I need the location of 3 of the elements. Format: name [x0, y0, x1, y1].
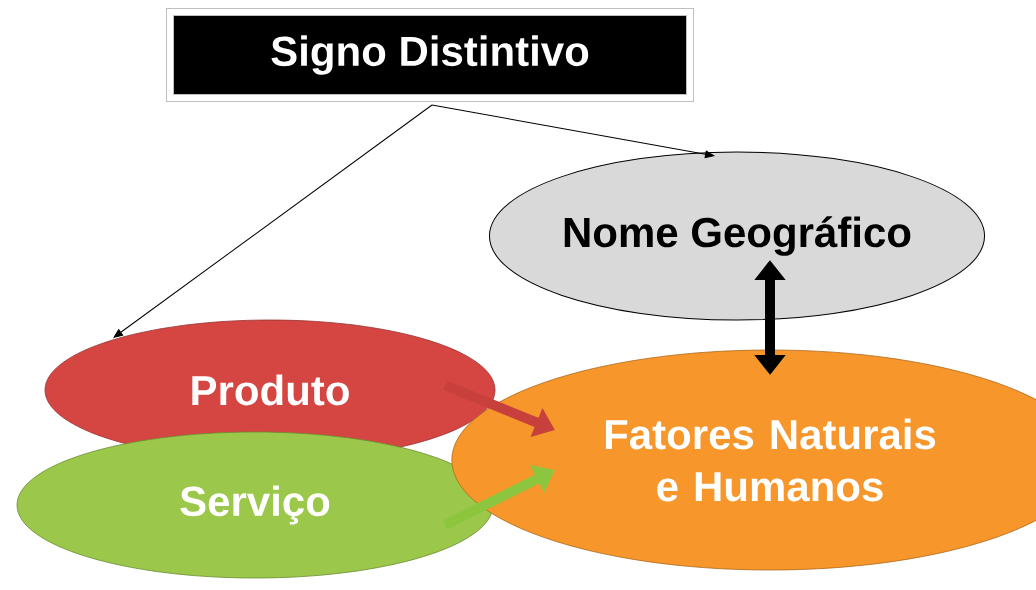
arrow [431, 104, 715, 159]
arrow [113, 104, 433, 338]
title-box: Signo Distintivo [166, 8, 694, 102]
